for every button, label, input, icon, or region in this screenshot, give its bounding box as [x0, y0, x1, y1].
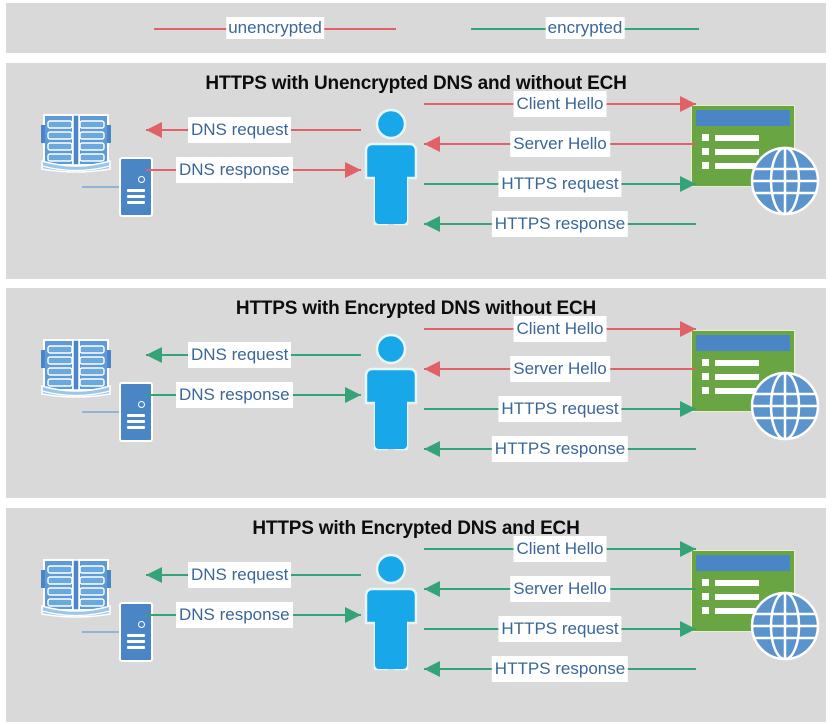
flow-label: Server Hello	[510, 131, 610, 157]
panel-unencrypted-dns-no-ech: HTTPS with Unencrypted DNS and without E…	[6, 63, 826, 279]
flow-label: HTTPS request	[498, 171, 622, 197]
panel-title: HTTPS with Encrypted DNS without ECH	[235, 298, 597, 319]
arrowhead-left-icon	[424, 661, 440, 677]
arrowhead-left-icon	[424, 581, 440, 597]
book-icon	[40, 336, 112, 402]
server-tower-icon	[119, 157, 153, 217]
flow-server-hello: Server Hello	[424, 356, 696, 382]
flow-dns-request: DNS request	[146, 342, 361, 368]
flow-https-response: HTTPS response	[424, 436, 696, 462]
flow-label: Server Hello	[510, 576, 610, 602]
arrowhead-left-icon	[424, 216, 440, 232]
panel-title: HTTPS with Encrypted DNS and ECH	[252, 518, 580, 539]
website-node	[671, 105, 826, 265]
window-list-icon	[702, 359, 759, 401]
flow-label: HTTPS request	[498, 616, 622, 642]
legend-label-encrypted: encrypted	[545, 17, 625, 39]
arrowhead-right-icon	[680, 401, 696, 417]
arrowhead-left-icon	[424, 136, 440, 152]
legend-panel: unencrypted encrypted	[6, 3, 826, 53]
website-node	[671, 330, 826, 490]
legend-label-unencrypted: unencrypted	[226, 17, 324, 39]
person-icon	[361, 553, 421, 673]
arrowhead-left-icon	[146, 567, 162, 583]
arrowhead-left-icon	[424, 441, 440, 457]
flow-client-hello: Client Hello	[424, 536, 696, 562]
flow-label: Server Hello	[510, 356, 610, 382]
dns-connector-line	[82, 631, 122, 633]
flow-label: DNS response	[176, 157, 293, 183]
flow-label: DNS response	[176, 382, 293, 408]
dns-server-node	[34, 556, 189, 706]
flow-label: Client Hello	[513, 91, 607, 117]
arrowhead-right-icon	[680, 541, 696, 557]
server-bays-icon	[127, 189, 145, 207]
arrowhead-right-icon	[680, 96, 696, 112]
panel-encrypted-dns-and-ech: HTTPS with Encrypted DNS and ECH	[6, 508, 826, 722]
server-tower-icon	[119, 602, 153, 662]
globe-icon	[749, 145, 821, 217]
flow-label: HTTPS response	[491, 211, 629, 237]
flow-label: DNS request	[188, 342, 292, 368]
window-titlebar	[696, 110, 790, 126]
dns-server-node	[34, 336, 189, 486]
flow-dns-request: DNS request	[146, 117, 361, 143]
panel-title: HTTPS with Unencrypted DNS and without E…	[205, 73, 627, 94]
server-bays-icon	[127, 634, 145, 652]
legend-item-unencrypted: unencrypted	[154, 3, 396, 53]
flow-label: HTTPS request	[498, 396, 622, 422]
legend-item-encrypted: encrypted	[471, 3, 699, 53]
flow-label: HTTPS response	[491, 656, 629, 682]
arrowhead-right-icon	[345, 162, 361, 178]
arrowhead-right-icon	[680, 321, 696, 337]
flow-https-request: HTTPS request	[424, 616, 696, 642]
book-icon	[40, 111, 112, 177]
panel-encrypted-dns-no-ech: HTTPS with Encrypted DNS without ECH	[6, 288, 826, 498]
website-node	[671, 550, 826, 710]
flow-client-hello: Client Hello	[424, 91, 696, 117]
flow-label: HTTPS response	[491, 436, 629, 462]
flow-dns-request: DNS request	[146, 562, 361, 588]
person-icon	[361, 333, 421, 453]
flow-https-request: HTTPS request	[424, 171, 696, 197]
window-titlebar	[696, 555, 790, 571]
arrowhead-right-icon	[345, 607, 361, 623]
dns-server-node	[34, 111, 189, 261]
window-list-icon	[702, 134, 759, 176]
arrowhead-right-icon	[680, 621, 696, 637]
server-power-dot-icon	[138, 401, 145, 408]
globe-icon	[749, 590, 821, 662]
window-list-icon	[702, 579, 759, 621]
arrowhead-left-icon	[424, 361, 440, 377]
flow-https-response: HTTPS response	[424, 656, 696, 682]
flow-dns-response: DNS response	[146, 157, 361, 183]
window-titlebar	[696, 335, 790, 351]
arrowhead-left-icon	[146, 347, 162, 363]
server-tower-icon	[119, 382, 153, 442]
flow-label: DNS request	[188, 117, 292, 143]
flow-dns-response: DNS response	[146, 602, 361, 628]
book-icon	[40, 556, 112, 622]
person-icon	[361, 108, 421, 228]
flow-label: DNS request	[188, 562, 292, 588]
flow-server-hello: Server Hello	[424, 576, 696, 602]
server-power-dot-icon	[138, 176, 145, 183]
arrowhead-right-icon	[680, 176, 696, 192]
flow-https-request: HTTPS request	[424, 396, 696, 422]
arrowhead-left-icon	[146, 122, 162, 138]
dns-connector-line	[82, 411, 122, 413]
flow-label: Client Hello	[513, 316, 607, 342]
flow-server-hello: Server Hello	[424, 131, 696, 157]
arrowhead-right-icon	[345, 387, 361, 403]
flow-label: DNS response	[176, 602, 293, 628]
globe-icon	[749, 370, 821, 442]
server-power-dot-icon	[138, 621, 145, 628]
server-bays-icon	[127, 414, 145, 432]
dns-connector-line	[82, 186, 122, 188]
browser-window-icon	[691, 330, 795, 412]
flow-label: Client Hello	[513, 536, 607, 562]
flow-https-response: HTTPS response	[424, 211, 696, 237]
flow-client-hello: Client Hello	[424, 316, 696, 342]
flow-dns-response: DNS response	[146, 382, 361, 408]
